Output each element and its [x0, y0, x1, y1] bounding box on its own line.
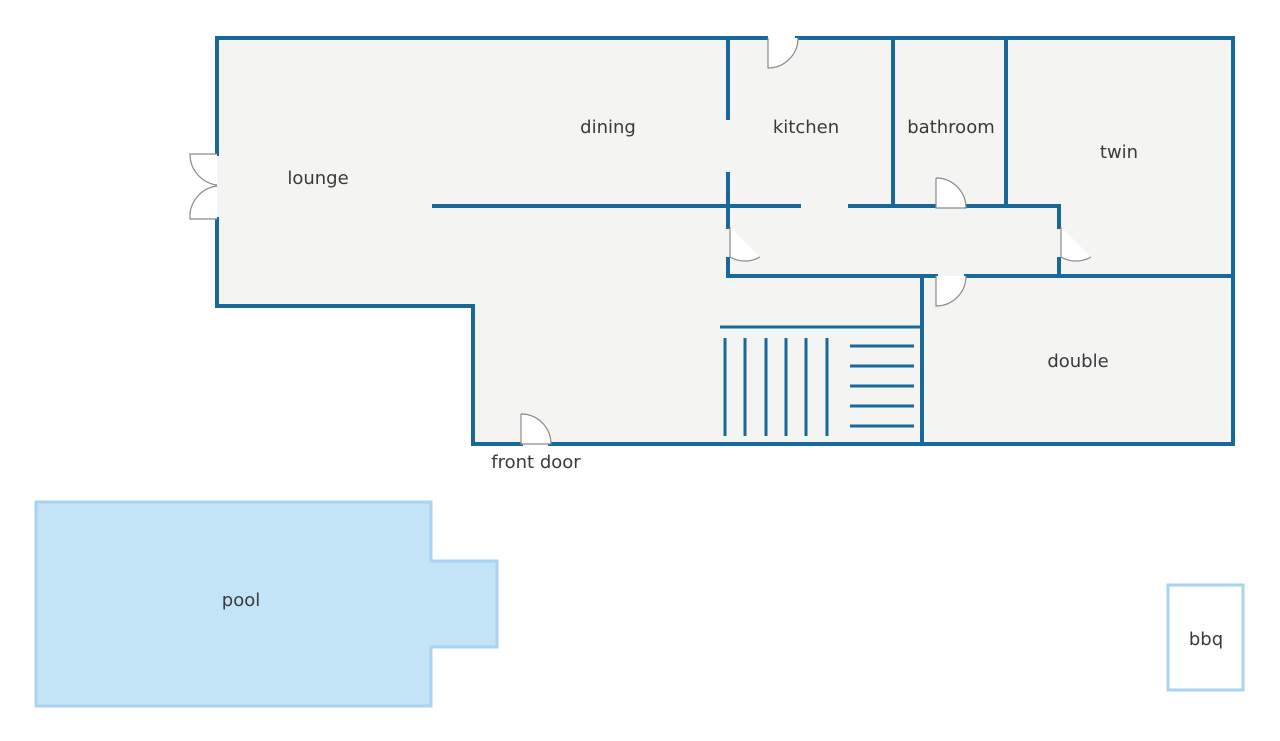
- door-icon: [729, 227, 761, 262]
- front-door-icon: [520, 413, 552, 445]
- double-door-icon: [189, 153, 218, 220]
- room-label-bathroom: bathroom: [907, 117, 995, 138]
- bbq-area: [1166, 583, 1245, 692]
- door-icon: [1060, 227, 1092, 262]
- walls: [215, 36, 1235, 446]
- door-icon: [935, 275, 967, 307]
- door-icon: [935, 177, 967, 209]
- door-icon: [767, 37, 799, 69]
- room-label-twin: twin: [1100, 142, 1138, 163]
- doors: [189, 37, 1092, 445]
- pool-shape: [34, 500, 499, 708]
- staircase: [720, 325, 921, 436]
- floor-area: [217, 38, 1233, 444]
- room-label-dining: dining: [580, 117, 636, 138]
- room-label-double: double: [1047, 351, 1108, 372]
- pool-label: pool: [222, 590, 260, 611]
- front-door-label: front door: [491, 452, 581, 473]
- bbq-label: bbq: [1189, 629, 1223, 650]
- room-label-kitchen: kitchen: [773, 117, 839, 138]
- room-label-lounge: lounge: [287, 168, 348, 189]
